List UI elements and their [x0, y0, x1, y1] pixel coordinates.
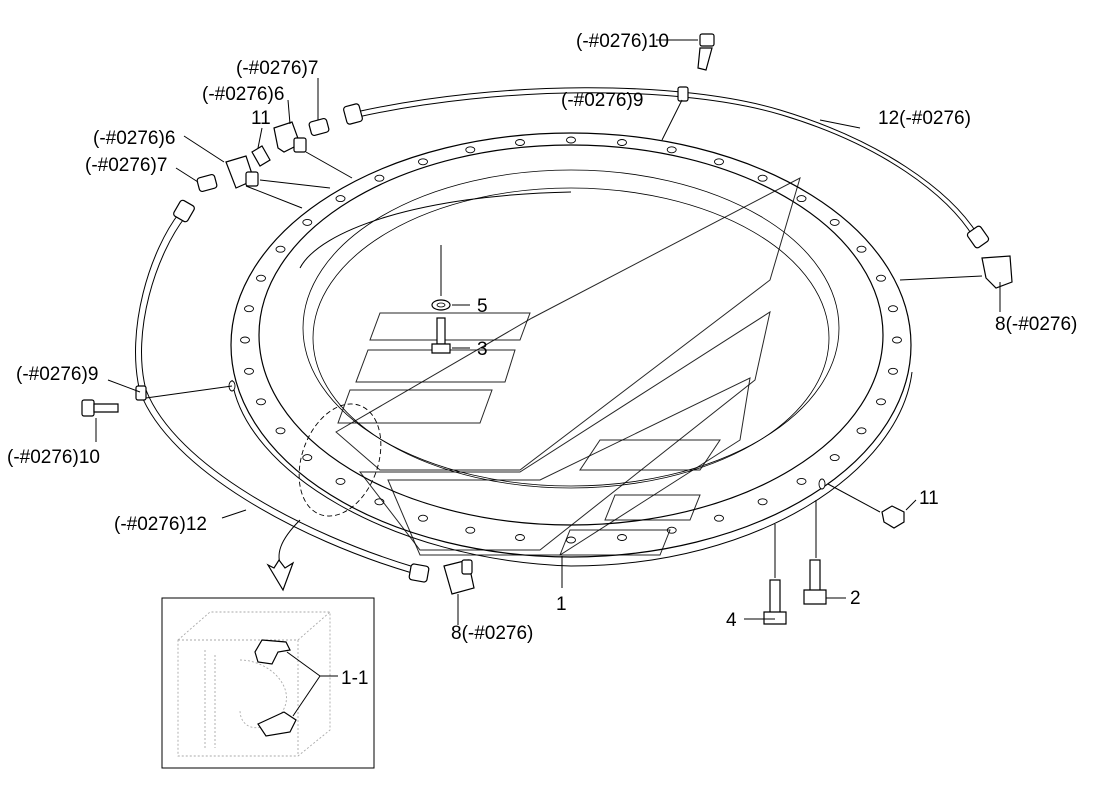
- background-watermark: [335, 177, 801, 556]
- clamp-bolt-left-icon: [81, 399, 119, 417]
- washer-icon: [431, 299, 451, 311]
- grease-nipple-upper-icon: [251, 145, 271, 167]
- bolt-hole: [465, 146, 476, 154]
- grease-hoses: [135, 87, 979, 574]
- bolt-hole: [796, 195, 807, 203]
- connector-left-icon: [196, 173, 218, 193]
- hose-clamp-left-icon: [135, 385, 147, 401]
- hose-right: [355, 87, 979, 236]
- connector-upper-icon: [308, 117, 330, 137]
- label-part-11-upper: 11: [251, 108, 271, 129]
- label-part-6-upper: (-#0276)6: [202, 84, 284, 105]
- bolt-hole: [465, 526, 476, 534]
- bolt-hole: [515, 139, 525, 146]
- label-part-4: 4: [726, 610, 737, 631]
- bolt-hole: [275, 245, 286, 253]
- bolt-hole: [617, 534, 627, 541]
- bolt-hole: [856, 427, 867, 435]
- fittings: [81, 33, 1013, 625]
- bolt-hole: [566, 136, 576, 144]
- bolt-hole: [302, 454, 313, 462]
- bolt-hole: [757, 174, 768, 182]
- label-part-11-right: 11: [919, 488, 939, 509]
- hose-clamp-top-icon: [677, 86, 689, 102]
- detail-inset: [161, 597, 375, 769]
- elbow-right-icon: [981, 255, 1013, 289]
- bolt-hole: [666, 146, 677, 154]
- grease-nipple-right-icon: [881, 505, 905, 529]
- label-part-9-left: (-#0276)9: [16, 364, 98, 385]
- bolt-hole: [244, 305, 254, 313]
- bolt-hole: [856, 245, 867, 253]
- bolt-hole: [888, 305, 898, 313]
- label-part-12-right: 12(-#0276): [878, 108, 971, 129]
- bolt-hole: [829, 454, 840, 462]
- bolt-hole: [617, 139, 627, 146]
- label-part-5: 5: [477, 296, 488, 317]
- bolt-hole: [302, 218, 313, 226]
- bolt-hole: [275, 427, 286, 435]
- grease-port-hole: [818, 478, 826, 490]
- bolt-hole: [335, 477, 346, 485]
- label-part-10-top: (-#0276)10: [576, 31, 669, 52]
- bolt-hole: [240, 336, 250, 344]
- bolt-hole: [888, 367, 898, 375]
- bolt-hole: [829, 218, 840, 226]
- hose-left: [135, 211, 413, 574]
- bolt-hole: [418, 514, 428, 522]
- label-part-1: 1: [556, 594, 567, 615]
- label-part-1-1: 1-1: [341, 668, 368, 689]
- bolt-hole: [418, 158, 428, 166]
- callout-labels: (-#0276)10 (-#0276)9 12(-#0276) 8(-#0276…: [7, 31, 1077, 689]
- label-part-6-left: (-#0276)6: [93, 128, 175, 149]
- bolt-hole: [796, 477, 807, 485]
- label-part-12-left: (-#0276)12: [114, 514, 207, 535]
- bolt-hole: [244, 367, 254, 375]
- bolt-hole: [892, 336, 902, 344]
- bolt-hole: [714, 514, 724, 522]
- bolt-hole: [757, 498, 768, 506]
- bolt-hole: [714, 158, 724, 166]
- hose-nut-bottom-icon: [408, 563, 430, 583]
- label-part-10-left: (-#0276)10: [7, 447, 100, 468]
- bolt-hole: [256, 274, 266, 282]
- label-part-9-top: (-#0276)9: [561, 90, 643, 111]
- label-part-3: 3: [477, 339, 488, 360]
- bolt-3-icon: [431, 317, 451, 354]
- bolt-hole: [335, 195, 346, 203]
- bolt-hole: [566, 536, 576, 544]
- bolt-hole: [256, 398, 266, 406]
- label-part-8-bottom: 8(-#0276): [451, 623, 533, 644]
- hose-nut-right-icon: [966, 225, 990, 249]
- hose-nut-top-icon: [343, 103, 363, 125]
- label-part-7-left: (-#0276)7: [85, 155, 167, 176]
- detail-arrow-icon: [278, 519, 301, 569]
- bolt-hole: [876, 398, 886, 406]
- hose-nut-left-icon: [173, 199, 195, 223]
- seal-plug-lower-icon: [257, 711, 297, 737]
- bolt-2-icon: [803, 559, 827, 605]
- label-part-7-upper: (-#0276)7: [236, 58, 318, 79]
- bolt-4-icon: [763, 579, 787, 625]
- bolt-hole: [515, 534, 525, 541]
- bolt-hole: [374, 174, 385, 182]
- clamp-bolt-top-icon: [697, 33, 715, 71]
- detail-callout: [266, 403, 382, 592]
- swing-bearing-ring: [230, 132, 913, 567]
- leader-lines: [95, 39, 1001, 625]
- seal-plug-upper-icon: [254, 639, 291, 665]
- label-part-2: 2: [850, 588, 861, 609]
- label-part-8-right: 8(-#0276): [995, 314, 1077, 335]
- bolt-hole: [876, 274, 886, 282]
